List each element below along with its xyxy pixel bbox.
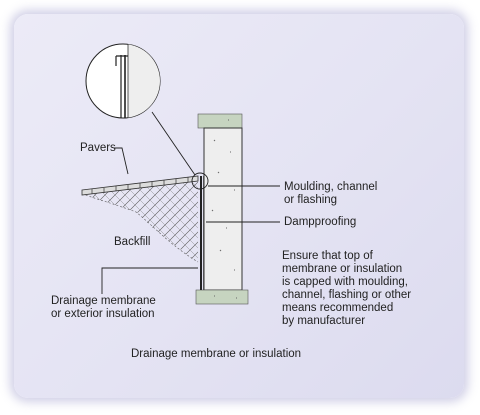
backfill-edge [81, 193, 199, 263]
detail-circle [191, 172, 209, 190]
note-line-1: Ensure that top of [282, 250, 373, 262]
note-line-3: is capped with moulding, [282, 276, 408, 288]
label-moulding-line2: or flashing [284, 194, 338, 206]
label-moulding-line1: Moulding, channel [284, 181, 378, 193]
pavers-leader [114, 147, 129, 175]
concrete-specks [211, 119, 237, 299]
backfill-soil [82, 180, 198, 262]
label-drainage-line2: or exterior insulation [51, 308, 155, 320]
note-line-6: by manufacturer [282, 315, 366, 327]
label-dampproofing: Dampproofing [284, 216, 357, 228]
foundation-wall [203, 127, 243, 291]
detail-leader [151, 111, 196, 176]
note-line-2: membrane or insulation [282, 263, 403, 275]
figure-caption: Drainage membrane or insulation [131, 348, 302, 360]
top-cap [197, 113, 243, 129]
paver-joints [91, 177, 189, 194]
label-backfill: Backfill [114, 236, 151, 248]
label-drainage-line1: Drainage membrane [51, 295, 156, 307]
label-drainage: Drainage membrane or exterior insulation [51, 295, 156, 321]
drainage-leader [101, 267, 198, 294]
note-line-5: means recommended [282, 302, 394, 314]
label-pavers: Pavers [80, 142, 116, 154]
footing [195, 289, 249, 305]
label-moulding: Moulding, channel or flashing [284, 181, 377, 207]
note-text: Ensure that top of membrane or insulatio… [282, 250, 411, 328]
note-line-4: channel, flashing or other [282, 289, 412, 301]
